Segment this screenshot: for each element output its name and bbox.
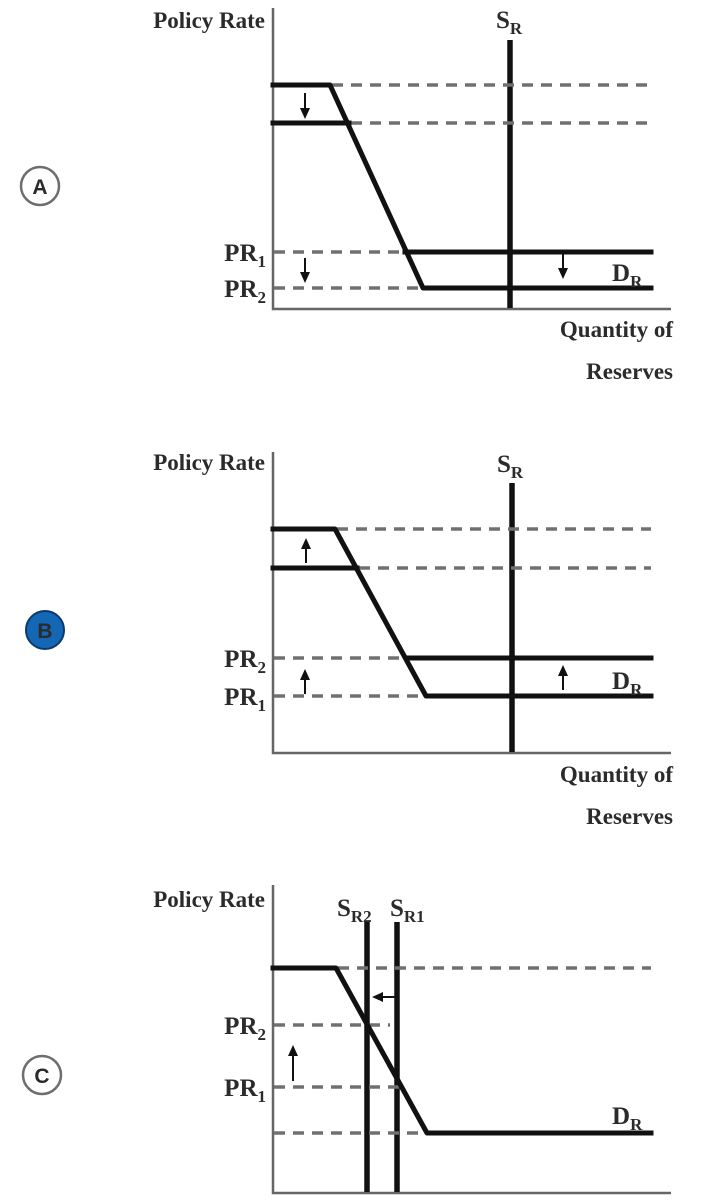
panel-c-demand-label: DR (612, 1103, 643, 1134)
panel-a-yaxis-title: Policy Rate (153, 8, 265, 33)
panel-b-axes (271, 452, 671, 755)
option-badge-c-letter: C (34, 1065, 49, 1088)
panel-a: Policy Rate SR PR1 PR2 DR Quantity of Re… (19, 7, 673, 384)
panel-a-pr1-label: PR1 (224, 240, 266, 271)
option-badge-a-letter: A (32, 176, 47, 199)
panel-c-demand-curve (270, 965, 654, 1136)
option-badge-c[interactable]: C (21, 1054, 63, 1096)
panel-c-pr2-label: PR2 (224, 1013, 266, 1044)
shift-down-arrow-icon (300, 93, 310, 119)
shift-up-arrow-icon (300, 669, 310, 694)
panel-a-supply-label: SR (496, 7, 523, 38)
option-badge-b-letter: B (37, 620, 52, 643)
panel-b: Policy Rate SR PR2 PR1 DR Quantity of Re… (25, 450, 673, 829)
shift-left-arrow-icon (372, 992, 396, 1002)
panel-a-pr2-label: PR2 (224, 276, 266, 307)
shift-down-arrow-icon (300, 258, 310, 283)
panel-a-xaxis-title-line1: Quantity of (560, 317, 673, 342)
panel-b-pr1-label: PR1 (224, 684, 266, 715)
panel-c-pr1-label: PR1 (224, 1075, 266, 1106)
panel-c-axes (271, 885, 671, 1195)
panel-b-yaxis-title: Policy Rate (153, 450, 265, 475)
panel-b-xaxis-title-line1: Quantity of (560, 762, 673, 787)
shift-up-arrow-icon (558, 665, 568, 690)
shift-up-arrow-icon (301, 538, 311, 563)
panel-c-yaxis-title: Policy Rate (153, 887, 265, 912)
panel-c-supply-label-sr1: SR1 (390, 895, 425, 926)
panel-a-demand-label: DR (612, 260, 643, 291)
shift-down-arrow-icon (558, 254, 568, 279)
panel-b-supply-label: SR (497, 451, 524, 482)
panel-a-xaxis-title-line2: Reserves (586, 359, 673, 384)
panel-a-axes (271, 8, 671, 311)
option-badge-b[interactable]: B (25, 610, 65, 650)
panel-b-demand-label: DR (612, 668, 643, 699)
panel-b-pr2-label: PR2 (224, 646, 266, 677)
panel-b-xaxis-title-line2: Reserves (586, 804, 673, 829)
panel-c-supply-label-sr2: SR2 (337, 895, 372, 926)
panel-c: Policy Rate SR2 SR1 PR2 PR1 DR C (21, 885, 671, 1195)
panel-a-demand-curve-1 (270, 82, 654, 291)
option-badge-a[interactable]: A (19, 165, 61, 207)
shift-up-arrow-icon (288, 1045, 298, 1081)
panel-b-demand-curve-1 (270, 526, 654, 699)
